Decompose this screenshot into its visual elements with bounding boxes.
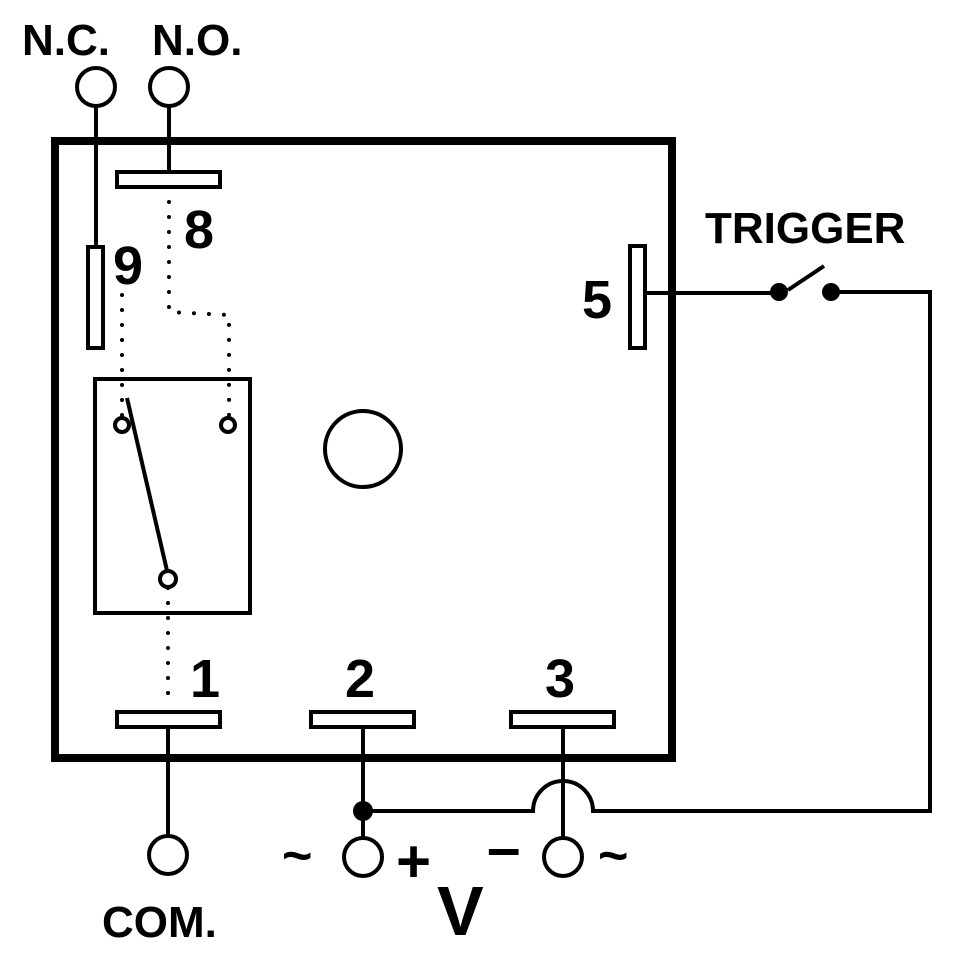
nc-terminal[interactable] bbox=[75, 66, 117, 108]
trigger-return-wire bbox=[363, 290, 932, 813]
switch-contact-nc bbox=[113, 416, 131, 434]
ac-symbol-left: ~ bbox=[282, 827, 312, 885]
supply-plus-terminal[interactable] bbox=[342, 836, 384, 878]
adjustment-knob[interactable] bbox=[323, 409, 403, 489]
pin-3-contact bbox=[509, 710, 616, 729]
trigger-switch-contact-left bbox=[770, 283, 788, 301]
relay-switch-box bbox=[93, 377, 252, 615]
ac-symbol-right: ~ bbox=[598, 827, 628, 885]
pin-3-label: 3 bbox=[545, 649, 575, 709]
pin-5-label: 5 bbox=[582, 270, 612, 330]
pin-8-contact bbox=[115, 170, 222, 189]
pin-2-label: 2 bbox=[345, 649, 375, 709]
com-terminal[interactable] bbox=[147, 834, 189, 876]
com-label: COM. bbox=[102, 898, 217, 947]
switch-pivot bbox=[158, 569, 178, 589]
internal-dotted-links bbox=[120, 200, 231, 707]
minus-sign: – bbox=[487, 814, 520, 881]
switch-arm bbox=[125, 397, 170, 576]
voltage-label: V bbox=[437, 872, 484, 950]
pin-9-contact bbox=[86, 245, 105, 350]
trigger-switch-lever[interactable] bbox=[786, 264, 826, 292]
pin-9-label: 9 bbox=[113, 236, 143, 296]
plus-sign: + bbox=[396, 828, 431, 895]
pin-5-contact bbox=[628, 244, 647, 350]
pin-8-label: 8 bbox=[184, 200, 214, 260]
no-terminal[interactable] bbox=[148, 66, 190, 108]
nc-label: N.C. bbox=[22, 16, 110, 65]
supply-minus-terminal[interactable] bbox=[542, 836, 584, 878]
pin-1-label: 1 bbox=[190, 649, 220, 709]
no-label: N.O. bbox=[152, 16, 242, 65]
trigger-label: TRIGGER bbox=[705, 204, 905, 253]
trigger-switch-contact-right bbox=[822, 283, 840, 301]
pin-2-contact bbox=[309, 710, 416, 729]
switch-contact-no bbox=[219, 416, 237, 434]
pin-1-contact bbox=[115, 710, 222, 729]
